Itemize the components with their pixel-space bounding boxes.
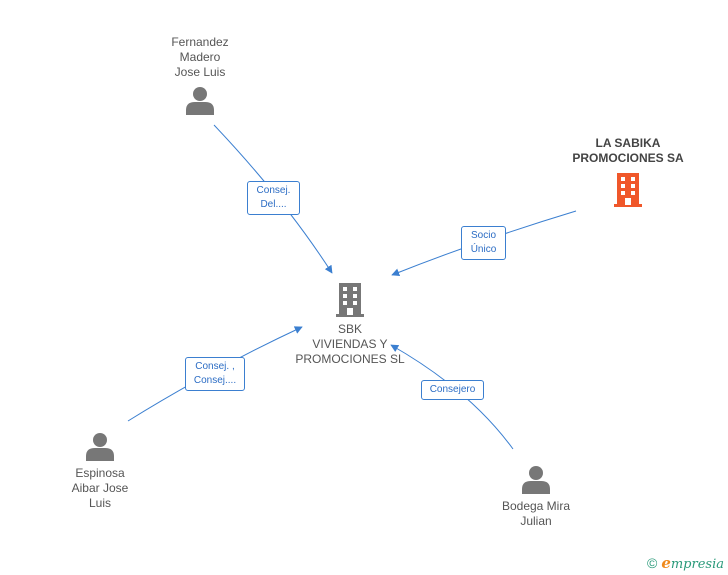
node-label: Bodega Mira Julian (501, 499, 571, 528)
person-icon (86, 433, 114, 461)
building-icon (614, 173, 642, 207)
node-label: Fernandez Madero Jose Luis (171, 35, 229, 79)
person-icon (522, 466, 550, 494)
node-espinosa-aibar[interactable]: Espinosa Aibar Jose Luis (52, 431, 148, 511)
person-icon (186, 87, 214, 115)
node-label: Espinosa Aibar Jose Luis (71, 466, 129, 510)
node-fernandez-madero[interactable]: Fernandez Madero Jose Luis (152, 35, 248, 115)
edge-label-bodega[interactable]: Consejero (421, 380, 484, 400)
edge-label-espinosa[interactable]: Consej. , Consej.... (185, 357, 245, 391)
node-label: SBK VIVIENDAS Y PROMOCIONES SL (295, 322, 405, 366)
node-bodega-mira[interactable]: Bodega Mira Julian (486, 464, 586, 529)
edge-label-sabika[interactable]: Socio Único (461, 226, 506, 260)
node-center-company[interactable]: SBK VIVIENDAS Y PROMOCIONES SL (290, 283, 410, 367)
copyright-icon: © (646, 555, 658, 571)
brand-initial: e (661, 554, 671, 572)
brand-name: mpresia (670, 557, 724, 572)
empresia-logo[interactable]: ©empresia (647, 554, 724, 572)
edge-label-fernandez[interactable]: Consej. Del.... (247, 181, 300, 215)
node-label: LA SABIKA PROMOCIONES SA (572, 136, 684, 165)
node-la-sabika[interactable]: LA SABIKA PROMOCIONES SA (563, 136, 693, 207)
building-icon (336, 283, 364, 317)
